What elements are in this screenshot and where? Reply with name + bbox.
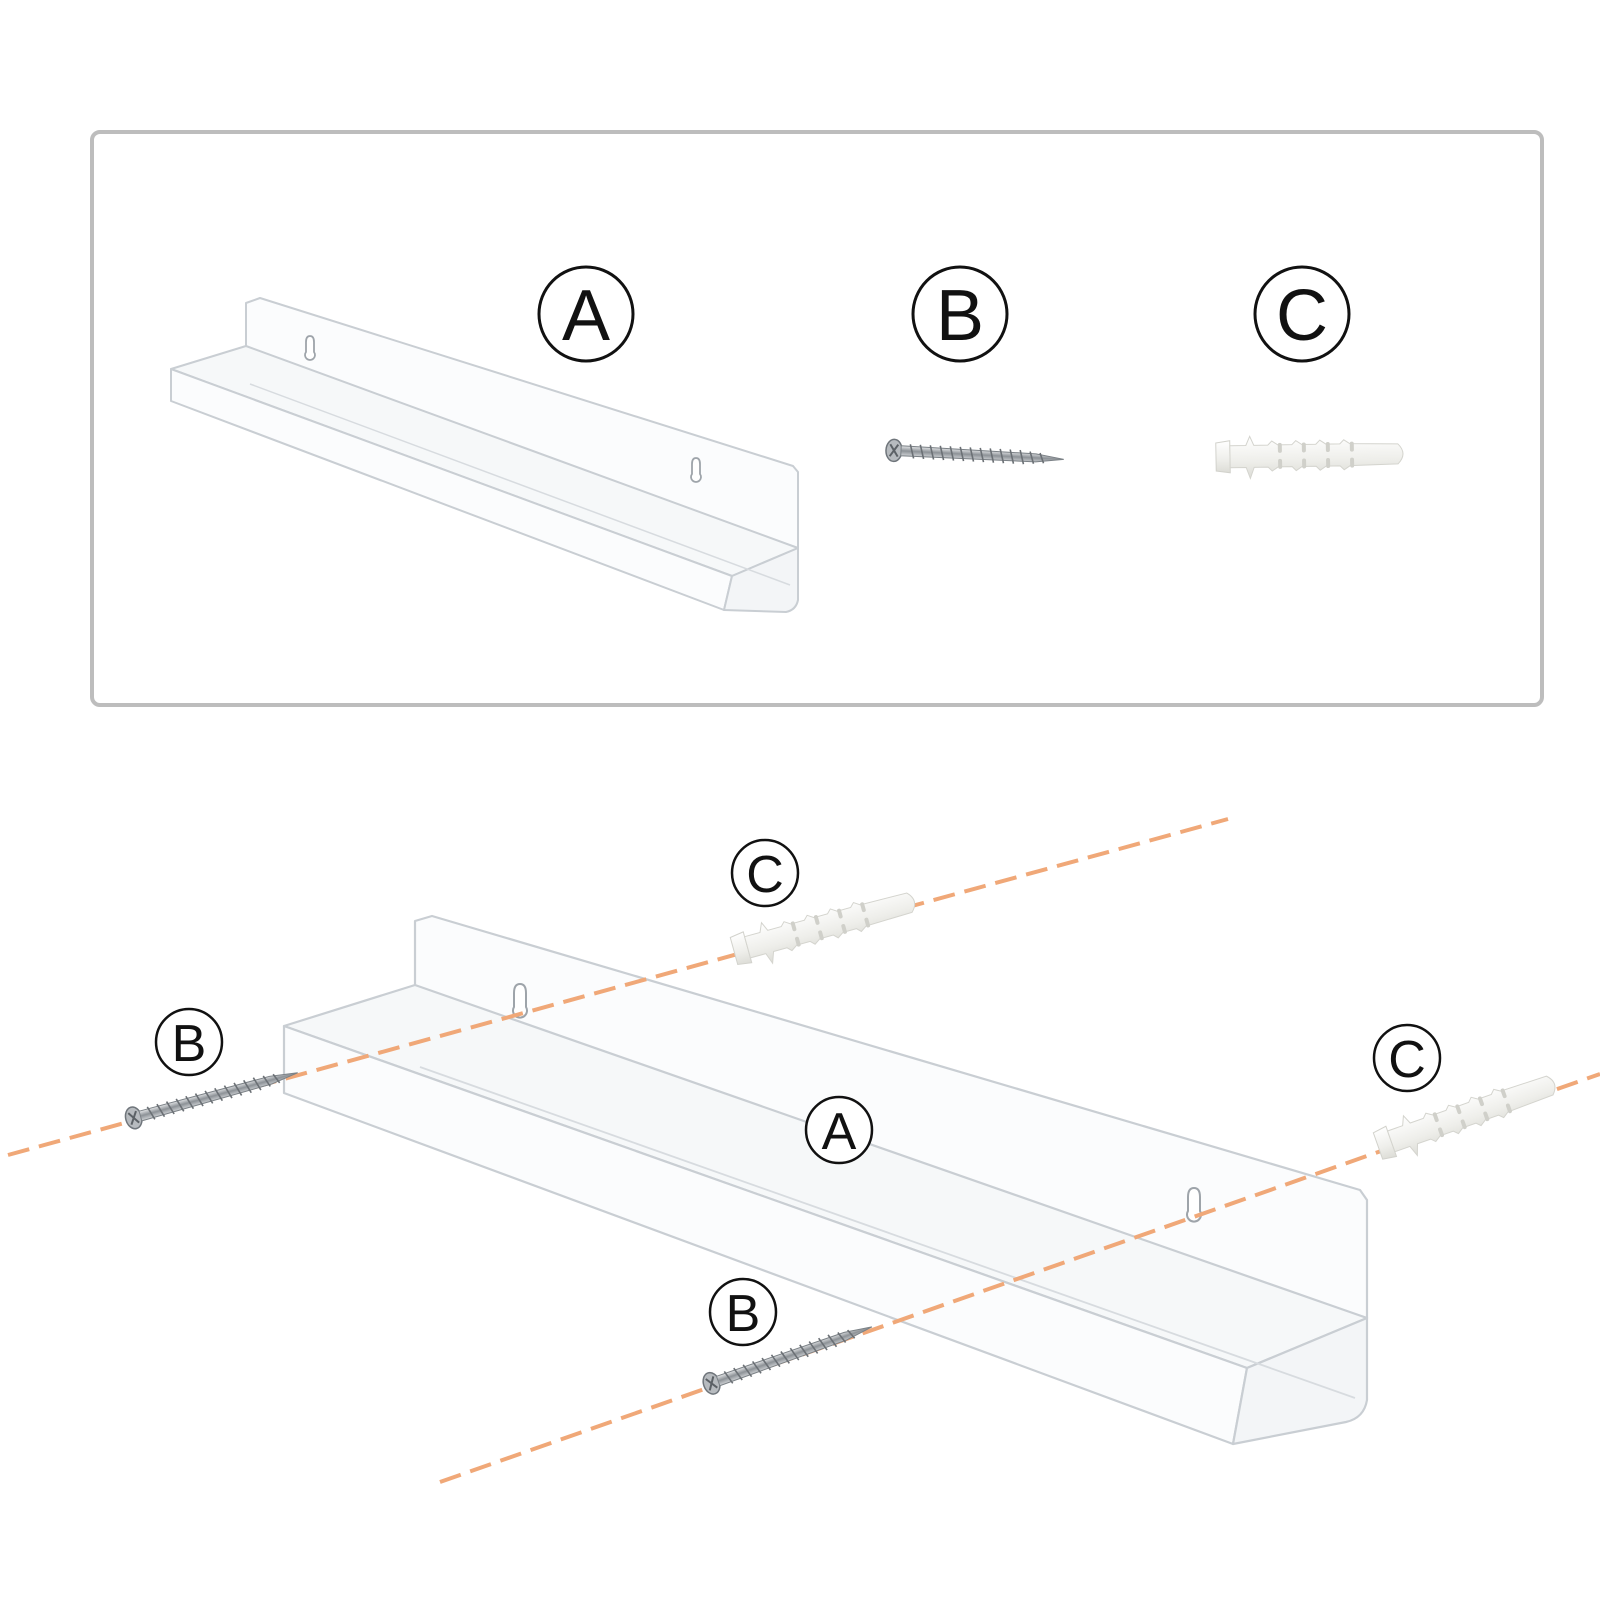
installed-shelf — [282, 914, 1369, 1446]
install-label-b-bottom: B — [708, 1277, 778, 1347]
install-label-a-text: A — [822, 1103, 857, 1161]
parts-panel — [90, 130, 1544, 707]
acrylic-ledge-shelf-icon — [170, 297, 799, 613]
parts-label-a-text: A — [562, 276, 610, 356]
install-label-b-left-text: B — [172, 1015, 207, 1073]
parts-label-b: B — [911, 265, 1009, 363]
parts-label-a: A — [537, 265, 635, 363]
parts-label-b-text: B — [936, 276, 984, 356]
install-label-c-right: C — [1372, 1023, 1442, 1093]
parts-label-c-text: C — [1276, 276, 1328, 356]
install-label-c-top-text: C — [746, 846, 784, 904]
parts-label-c: C — [1253, 265, 1351, 363]
installed-screw-left — [122, 1061, 302, 1132]
install-label-a: A — [804, 1095, 874, 1165]
install-label-b-bottom-text: B — [726, 1285, 761, 1343]
install-label-c-right-text: C — [1388, 1031, 1426, 1089]
install-label-c-top: C — [730, 838, 800, 908]
install-label-b-left: B — [154, 1007, 224, 1077]
